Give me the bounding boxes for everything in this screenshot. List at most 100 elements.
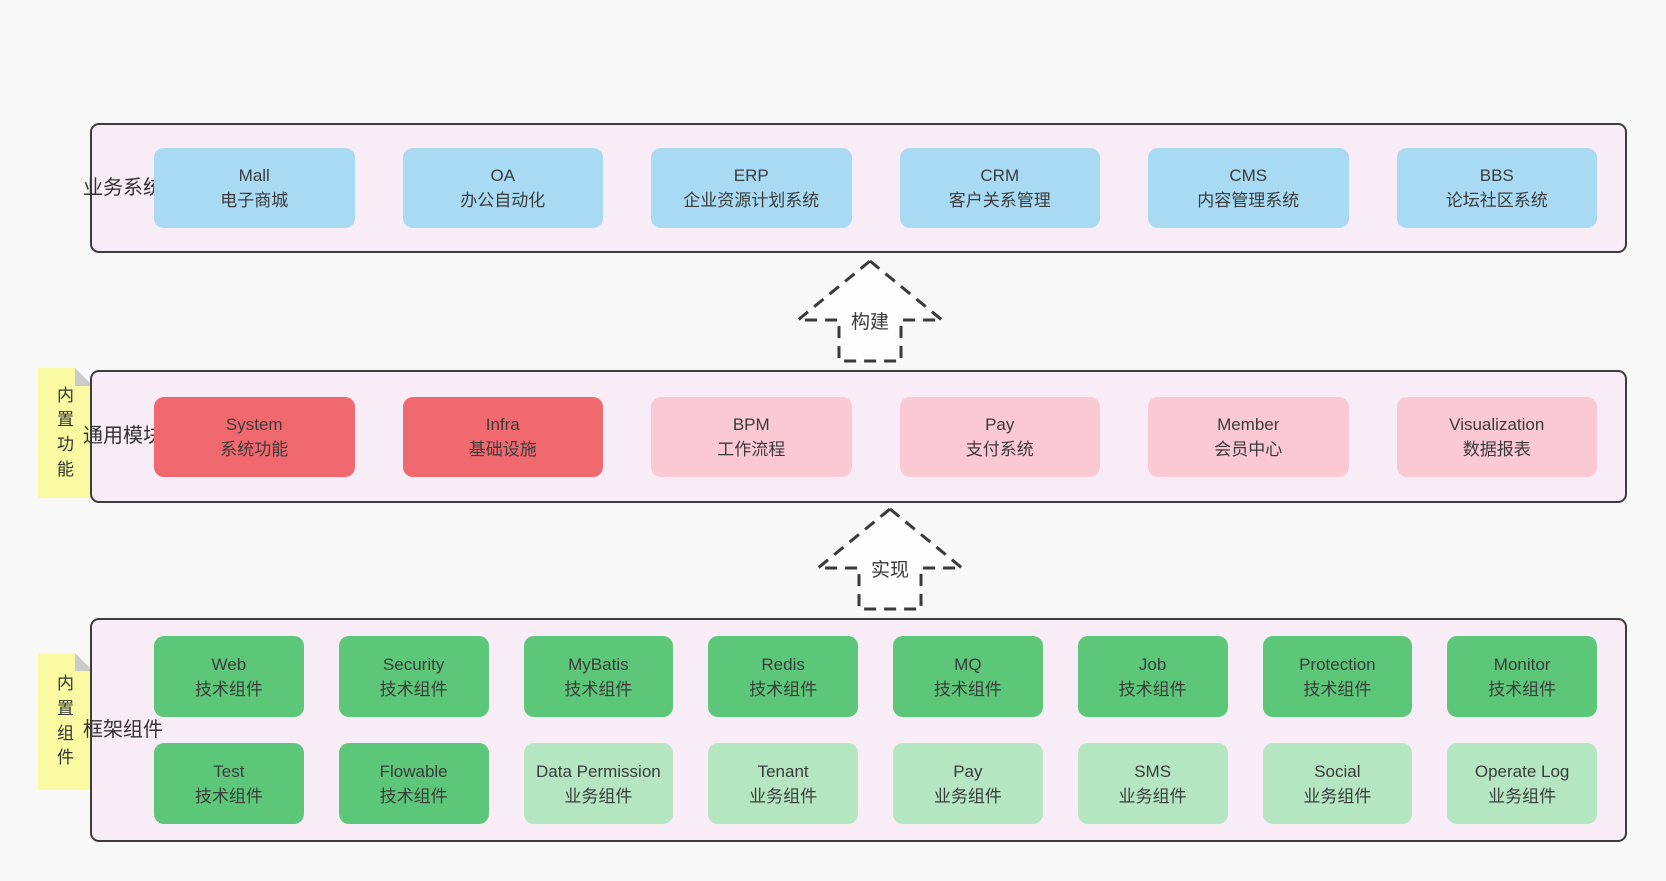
box-system: System 系统功能 (154, 396, 355, 477)
box-title-zh: 系统功能 (220, 439, 289, 459)
box-tenant: Tenant 业务组件 (708, 743, 858, 824)
box-data-permission: Data Permission 业务组件 (523, 743, 674, 824)
build-arrow-icon: 构建 (795, 259, 945, 363)
box-mall: Mall 电子商城 (154, 148, 355, 228)
box-sms: SMS 业务组件 (1077, 743, 1228, 824)
box-protection: Protection 技术组件 (1262, 636, 1413, 717)
box-test: Test 技术组件 (154, 743, 304, 824)
layer-label: 框架组件 (83, 718, 163, 741)
box-flowable: Flowable 技术组件 (338, 743, 489, 824)
box-title-en: Pay (953, 761, 983, 781)
box-title-en: CRM (980, 166, 1020, 185)
box-title-en: Infra (485, 414, 520, 434)
box-title-en: OA (490, 166, 516, 185)
box-title-zh: 基础设施 (468, 439, 537, 459)
box-erp: ERP 企业资源计划系统 (651, 148, 852, 228)
box-bpm: BPM 工作流程 (651, 396, 852, 477)
box-mybatis: MyBatis 技术组件 (523, 636, 674, 717)
box-title-en: BBS (1479, 166, 1514, 185)
box-title-zh: 技术组件 (1488, 679, 1557, 699)
box-title-en: MQ (954, 654, 982, 674)
box-title-zh: 技术组件 (379, 786, 448, 806)
box-title-en: Operate Log (1474, 761, 1570, 781)
box-title-en: Social (1314, 761, 1361, 781)
box-member: Member 会员中心 (1148, 396, 1349, 477)
box-pay-business: Pay 业务组件 (893, 743, 1043, 824)
box-title-zh: 支付系统 (965, 439, 1034, 459)
box-title-en: Pay (985, 414, 1015, 434)
box-title-zh: 技术组件 (1118, 679, 1187, 699)
arrow-label-bg (863, 556, 917, 582)
box-title-en: Tenant (757, 761, 809, 781)
box-title-en: System (225, 414, 283, 434)
layer-business-systems: 业务系统 Mall 电子商城 OA 办公自动化 ERP 企业资源计划系统 CRM… (83, 123, 1627, 253)
box-title-zh: 业务组件 (749, 786, 818, 806)
box-row: Test 技术组件 Flowable 技术组件 Data Permission … (154, 743, 1597, 824)
box-mq: MQ 技术组件 (893, 636, 1043, 717)
box-title-en: Mall (238, 166, 270, 185)
box-title-en: ERP (733, 166, 769, 185)
arrow-label: 实现 (871, 559, 909, 581)
box-row: Mall 电子商城 OA 办公自动化 ERP 企业资源计划系统 CRM 客户关系… (154, 125, 1625, 251)
box-title-zh: 企业资源计划系统 (683, 191, 820, 210)
box-oa: OA 办公自动化 (402, 148, 603, 228)
box-infra: Infra 基础设施 (402, 396, 603, 477)
box-web: Web 技术组件 (154, 636, 304, 717)
box-grid: Web 技术组件 Security 技术组件 MyBatis 技术组件 Redi… (154, 620, 1625, 840)
box-title-zh: 业务组件 (1303, 786, 1372, 806)
box-title-en: Monitor (1493, 654, 1551, 674)
box-title-en: Redis (761, 654, 805, 674)
box-title-zh: 技术组件 (194, 786, 263, 806)
box-title-zh: 业务组件 (933, 786, 1002, 806)
arrow-label-bg (843, 308, 897, 334)
box-bbs: BBS 论坛社区系统 (1396, 148, 1597, 228)
box-redis: Redis 技术组件 (708, 636, 858, 717)
sticky-note-built-in-functions: 内置功能 (38, 368, 93, 498)
box-title-zh: 技术组件 (194, 679, 263, 699)
layer-common-modules: 通用模块 System 系统功能 Infra 基础设施 BPM 工作流程 Pay… (83, 370, 1627, 503)
box-title-zh: 论坛社区系统 (1445, 191, 1548, 210)
box-title-zh: 工作流程 (717, 439, 786, 459)
box-title-zh: 办公自动化 (460, 191, 546, 210)
box-title-en: BPM (732, 414, 770, 434)
box-title-en: Security (382, 654, 445, 674)
arrow-label: 构建 (851, 311, 889, 333)
box-row: Web 技术组件 Security 技术组件 MyBatis 技术组件 Redi… (154, 636, 1597, 717)
sticky-note-label: 内置组件 (57, 674, 74, 768)
box-operate-log: Operate Log 业务组件 (1447, 743, 1597, 824)
box-cms: CMS 内容管理系统 (1148, 148, 1349, 228)
box-title-zh: 技术组件 (1303, 679, 1372, 699)
box-title-en: Test (213, 761, 245, 781)
box-title-en: CMS (1229, 166, 1268, 185)
box-title-en: SMS (1134, 761, 1172, 781)
box-row: System 系统功能 Infra 基础设施 BPM 工作流程 Pay 支付系统… (154, 372, 1625, 501)
box-visualization: Visualization 数据报表 (1396, 396, 1597, 477)
box-title-en: Data Permission (536, 761, 661, 781)
box-title-en: Job (1138, 654, 1167, 674)
sticky-note-built-in-components: 内置组件 (38, 653, 93, 790)
box-title-zh: 业务组件 (564, 786, 633, 806)
layer-framework-components: 框架组件 Web 技术组件 Security 技术组件 MyBatis 技术组件… (83, 618, 1627, 842)
layer-label: 通用模块 (83, 425, 163, 447)
box-title-en: Visualization (1449, 414, 1545, 434)
box-title-en: Flowable (379, 761, 448, 781)
box-title-zh: 技术组件 (564, 679, 633, 699)
box-title-en: Protection (1299, 654, 1376, 674)
box-title-zh: 业务组件 (1118, 786, 1187, 806)
box-title-zh: 数据报表 (1462, 439, 1531, 459)
box-job: Job 技术组件 (1077, 636, 1228, 717)
box-title-zh: 技术组件 (749, 679, 818, 699)
box-title-zh: 技术组件 (379, 679, 448, 699)
box-title-zh: 会员中心 (1214, 439, 1283, 459)
box-social: Social 业务组件 (1262, 743, 1413, 824)
box-monitor: Monitor 技术组件 (1447, 636, 1597, 717)
box-title-zh: 业务组件 (1488, 786, 1557, 806)
box-title-en: MyBatis (568, 654, 629, 674)
sticky-note-label: 内置功能 (57, 385, 74, 479)
box-title-zh: 技术组件 (933, 679, 1002, 699)
box-title-zh: 电子商城 (220, 191, 289, 210)
box-title-zh: 内容管理系统 (1197, 191, 1300, 210)
box-title-en: Web (211, 654, 247, 674)
box-title-zh: 客户关系管理 (948, 191, 1051, 210)
box-security: Security 技术组件 (338, 636, 489, 717)
